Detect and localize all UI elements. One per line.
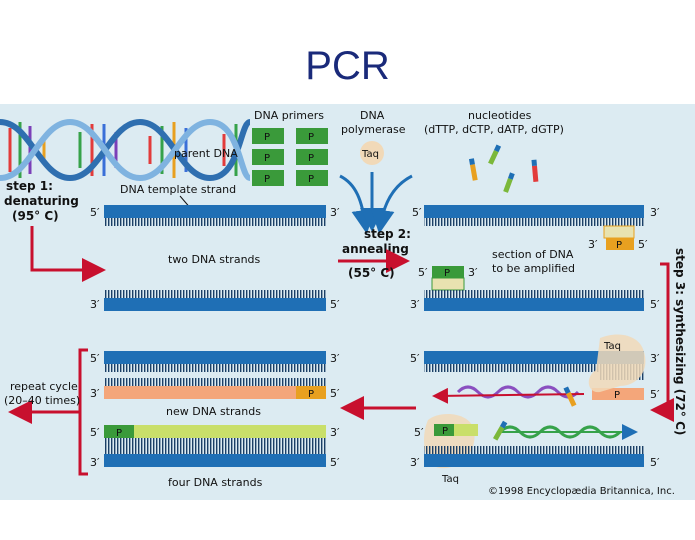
primer-boxes: P P P P P P (252, 128, 328, 186)
taq-label-mid: Taq (603, 341, 621, 352)
end-label: 3′ (90, 456, 100, 469)
strand-row1-left: 5′ 3′ (90, 205, 340, 226)
end-label: 3′ (650, 206, 660, 219)
step1-arrow (30, 226, 106, 282)
end-label: 3′ (410, 456, 420, 469)
end-label: 3′ (90, 387, 100, 400)
step1-label-1: step 1: (6, 179, 53, 193)
strand-row3-right: 5′ 3′ P 5′ Taq (410, 334, 660, 401)
new-dna-strands-label: new DNA strands (166, 405, 261, 418)
nucleotides-label-1: nucleotides (468, 109, 532, 122)
end-label: 5′ (330, 298, 340, 311)
end-label: 5′ (90, 426, 100, 439)
step1-label-3: (95° C) (12, 209, 59, 223)
primer-box-label: P (264, 174, 270, 185)
primer-label: P (616, 240, 622, 251)
nucleotides-label-2: (dTTP, dCTP, dATP, dGTP) (424, 123, 564, 136)
nucleotide-icon (493, 420, 508, 441)
end-label: 5′ (412, 206, 422, 219)
primer-label: P (116, 428, 122, 439)
taq-label-bottom: Taq (441, 474, 459, 485)
section-amplified-1: section of DNA (492, 248, 574, 261)
dna-polymerase-label-1: DNA (360, 109, 385, 122)
primer-label: P (444, 268, 450, 279)
strand-row5-left: 5′ P 3′ (90, 425, 340, 446)
pcr-diagram: parent DNA DNA primers P P P P P P DNA p… (0, 104, 695, 500)
end-label: 5′ (90, 206, 100, 219)
step2-label-2: annealing (342, 242, 409, 256)
primer-box-label: P (308, 174, 314, 185)
free-nucleotides-top (456, 385, 580, 399)
reagent-arrow-left (339, 174, 376, 234)
primer-box-label: P (264, 153, 270, 164)
strand-row1-right: 5′ 3′ 3′ P 5′ (412, 205, 660, 251)
two-dna-strands-label: two DNA strands (168, 253, 261, 266)
parent-dna-label: parent DNA (174, 147, 238, 160)
step2-temp: (55° C) (348, 266, 395, 280)
end-label: 5′ (650, 456, 660, 469)
parent-dna-helix (0, 118, 252, 182)
pcr-diagram-svg: parent DNA DNA primers P P P P P P DNA p… (0, 109, 687, 497)
end-label: 5′ (638, 238, 648, 251)
end-label: 5′ (650, 298, 660, 311)
repeat-bracket (78, 348, 88, 476)
taq-blob-top (588, 334, 646, 393)
four-dna-strands-label: four DNA strands (168, 476, 263, 489)
end-label: 3′ (588, 238, 598, 251)
end-label: 3′ (410, 298, 420, 311)
end-label: 5′ (90, 352, 100, 365)
end-label: 5′ (330, 456, 340, 469)
end-label: 3′ (330, 206, 340, 219)
strand-row4-right: P 5′ 3′ 5′ Taq (410, 414, 660, 485)
template-strand-label: DNA template strand (120, 183, 236, 196)
dna-polymerase-label-2: polymerase (341, 123, 406, 136)
strand-row6-left: 3′ 5′ (90, 446, 340, 469)
strand-row2-right: 5′ P 3′ 3′ 5′ (410, 266, 660, 311)
slide-title: PCR (305, 44, 390, 88)
primer-box-label: P (308, 153, 314, 164)
strand-row3-left: 5′ 3′ (90, 351, 340, 372)
section-amplified-2: to be amplified (492, 262, 575, 275)
copyright: ©1998 Encyclopædia Britannica, Inc. (488, 486, 675, 497)
nucleotide-icon (563, 386, 577, 407)
repeat-cycle-label-2: (20–40 times) (4, 394, 80, 407)
strand-row2-left: 3′ 5′ (90, 290, 340, 311)
end-label: 5′ (650, 388, 660, 401)
end-label: 5′ (418, 266, 428, 279)
end-label: 5′ (410, 352, 420, 365)
strand-row4-left: 3′ P 5′ (90, 378, 340, 400)
end-label: 5′ (414, 426, 424, 439)
step1-label-2: denaturing (4, 194, 79, 208)
end-label: 3′ (650, 352, 660, 365)
synthesis-arrow-top (432, 387, 585, 404)
step2-label-1: step 2: (364, 227, 411, 241)
primer-label: P (614, 390, 620, 401)
dna-primers-label: DNA primers (254, 109, 324, 122)
end-label: 3′ (468, 266, 478, 279)
end-label: 3′ (330, 352, 340, 365)
nucleotide-icons (468, 144, 539, 193)
end-label: 3′ (330, 426, 340, 439)
end-label: 3′ (90, 298, 100, 311)
taq-enzyme-icon (360, 141, 384, 165)
reagent-arrow-right (370, 174, 413, 234)
repeat-cycle-label-1: repeat cycle (10, 380, 78, 393)
step3-arrow (650, 262, 674, 422)
taq-label-top: Taq (361, 149, 379, 160)
primer-label: P (442, 426, 448, 437)
primer-label: P (308, 389, 314, 400)
primer-box-label: P (308, 132, 314, 143)
primer-box-label: P (264, 132, 270, 143)
step3-label: step 3: synthesizing (72° C) (673, 248, 687, 435)
end-label: 5′ (330, 387, 340, 400)
